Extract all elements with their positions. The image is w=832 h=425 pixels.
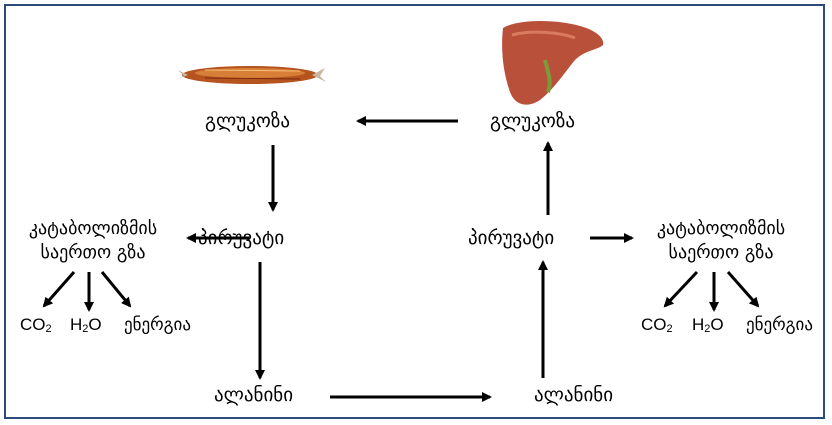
pyruvate-liver-label: პირუვატი xyxy=(468,227,555,249)
glucose-liver-label: გლუკოზა xyxy=(490,110,575,132)
co2-right-sub: 2 xyxy=(666,323,673,335)
h2o-right-sub: 2 xyxy=(704,323,711,335)
alanine-liver-label: ალანინი xyxy=(534,384,614,406)
arrow-to-energy-left xyxy=(100,271,132,308)
pathway-left-line2: საერთო გზა xyxy=(40,242,146,263)
co2-right-main: CO xyxy=(641,315,667,334)
pathway-left-label: კატაბოლიზმის საერთო გზა xyxy=(8,217,178,265)
co2-left-sub: 2 xyxy=(45,323,52,335)
pathway-right-label: კატაბოლიზმის საერთო გზა xyxy=(636,217,806,265)
diagram-frame xyxy=(4,4,825,419)
h2o-right-label: H2O xyxy=(692,316,724,335)
h2o-right-post: O xyxy=(710,315,724,334)
pyruvate-muscle-label: პირუვატი xyxy=(198,227,285,249)
h2o-left-pre: H xyxy=(70,315,83,334)
glucose-muscle-label: გლუკოზა xyxy=(205,110,290,132)
h2o-left-post: O xyxy=(88,315,102,334)
pathway-right-line1: კატაბოლიზმის xyxy=(656,218,786,239)
h2o-right-pre: H xyxy=(692,315,705,334)
arrow-to-co2-right xyxy=(663,270,699,308)
h2o-left-sub: 2 xyxy=(82,323,89,335)
co2-left-label: CO2 xyxy=(20,316,52,335)
pathway-left-line1: კატაბოლიზმის xyxy=(28,218,158,239)
h2o-left-label: H2O xyxy=(70,316,102,335)
arrow-to-co2-left xyxy=(42,271,76,308)
energy-right-label: ენერგია xyxy=(746,315,813,335)
arrow-to-energy-right xyxy=(726,271,760,308)
liver-image xyxy=(502,21,604,105)
muscle-image xyxy=(176,66,326,84)
alanine-muscle-label: ალანინი xyxy=(214,384,294,406)
energy-left-label: ენერგია xyxy=(124,315,191,335)
co2-left-main: CO xyxy=(20,315,46,334)
pathway-right-line2: საერთო გზა xyxy=(668,242,774,263)
co2-right-label: CO2 xyxy=(641,316,673,335)
